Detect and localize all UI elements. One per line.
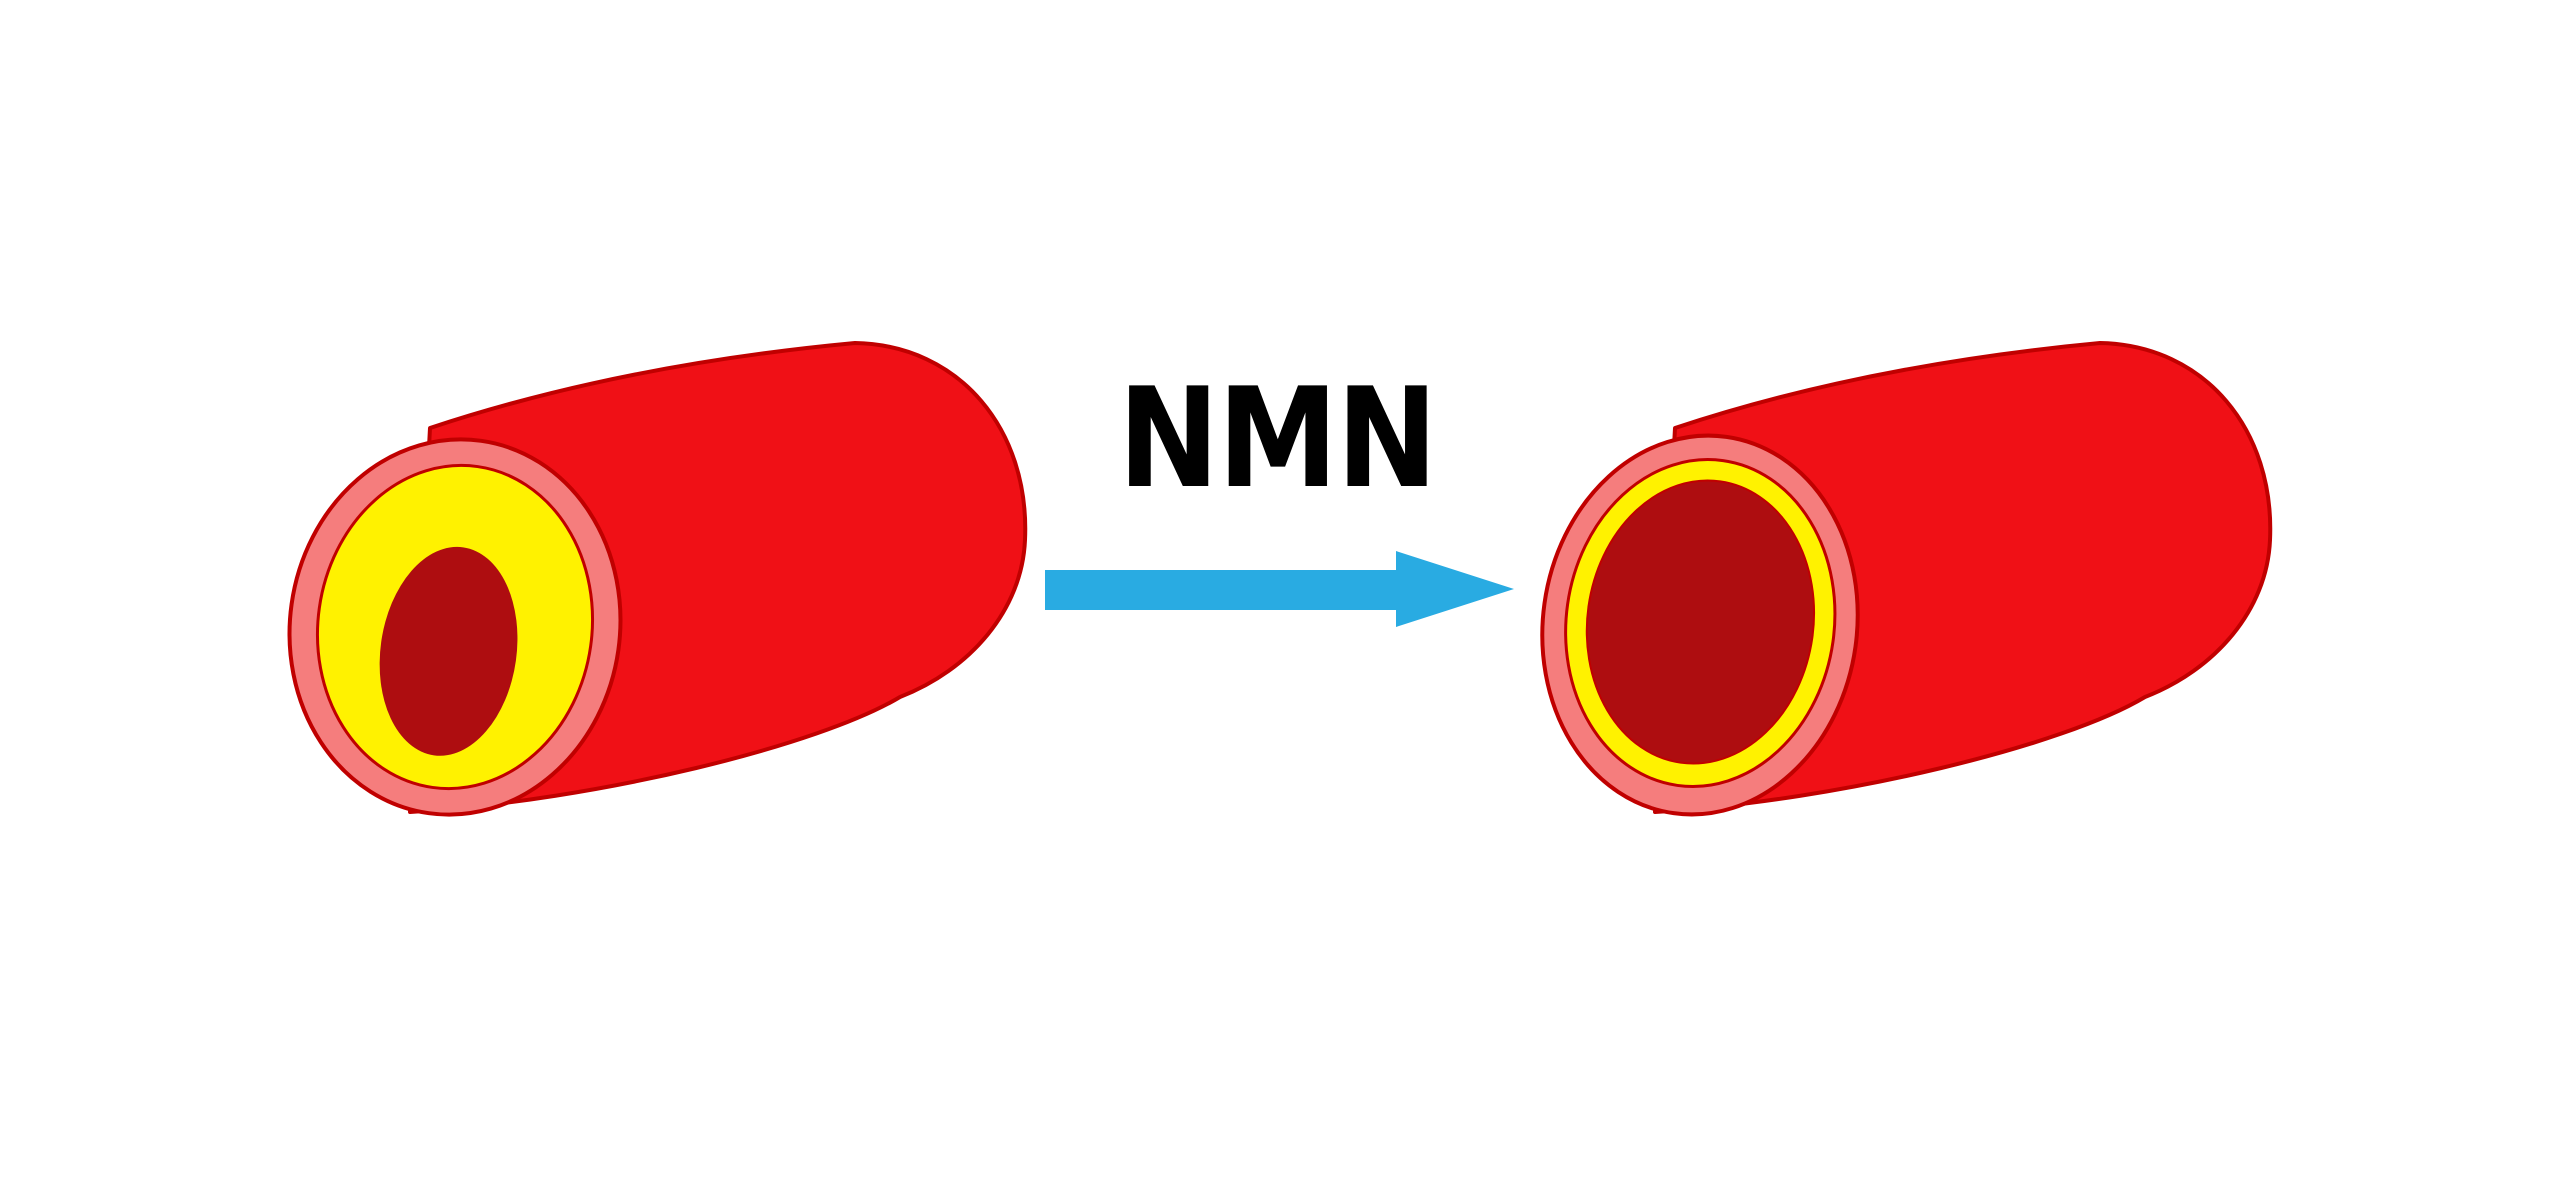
nmn-label: NMN: [1118, 358, 1436, 519]
arrow-right-icon: [1045, 551, 1514, 627]
vessel-before-face: [287, 437, 623, 817]
nmn-transition: NMN: [1045, 358, 1514, 627]
vessel-after-lumen: [1585, 479, 1816, 765]
vessel-before-lumen: [379, 546, 518, 756]
vessel-before: [287, 341, 1028, 817]
vessel-after-face: [1540, 433, 1860, 817]
vessel-after: [1540, 341, 2273, 817]
